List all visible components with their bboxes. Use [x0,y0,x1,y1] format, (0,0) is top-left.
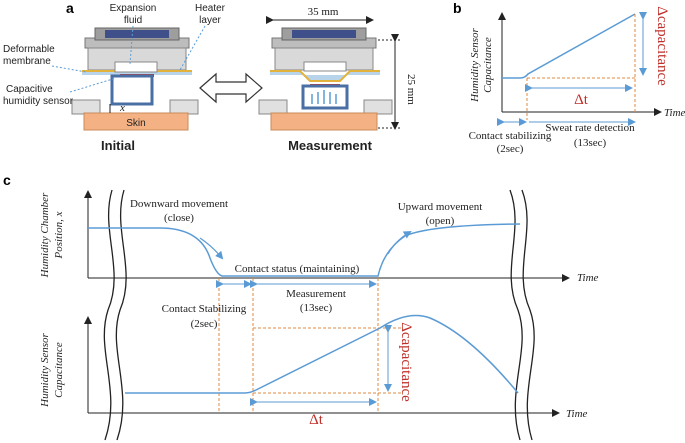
axis-break-right-2 [521,189,535,441]
b-contact-stabilizing-2: (2sec) [497,143,524,155]
c-downward-1: Downward movement [130,198,228,210]
panel-a-letter: a [66,0,74,16]
c-time-top: Time [577,272,599,284]
b-ylabel-1: Humidity Sensor [469,27,481,102]
c-time-bottom: Time [566,408,588,420]
height-dimension-label: 25 mm [405,74,417,105]
axis-break-left-1 [103,189,115,441]
b-xlabel: Time [664,107,685,119]
c-bottom-ylabel-1: Humidity Sensor [39,332,51,407]
c-top-ylabel-2: Position, x [53,211,65,259]
expansion-fluid-label-2: fluid [124,15,142,26]
b-sweat-rate-2: (13sec) [574,137,607,149]
c-chamber-position-curve [88,223,521,277]
axis-break-left-2 [115,189,127,441]
c-contact-status: Contact status (maintaining) [235,263,360,275]
transition-arrow-icon [199,72,263,104]
c-measurement-1: Measurement [286,288,346,300]
heater-label-2: layer [199,15,221,26]
heater-label-1: Heater [195,3,226,14]
b-delta-capacitance: Δcapacitance [654,6,670,86]
c-top-ylabel-1: Humidity Chamber [39,192,51,278]
membrane-label-2: membrane [3,56,51,67]
c-measurement-2: (13sec) [300,302,333,314]
axis-break-right-1 [509,189,523,441]
c-downward-arrow [199,237,224,260]
initial-label: Initial [101,138,135,153]
initial-device-illustration [71,27,199,131]
c-stabilizing-1: Contact Stabilizing [162,303,247,315]
skin-label: Skin [126,118,145,129]
c-upward-arrow [387,231,412,255]
b-contact-stabilizing-1: Contact stabilizing [469,130,552,142]
panel-c-letter: c [3,172,11,188]
sensor-label-2: humidity sensor [3,96,74,107]
width-dimension-label: 35 mm [308,6,339,18]
c-downward-2: (close) [164,212,194,224]
c-upward-2: (open) [426,215,455,227]
b-capacitance-curve [502,13,636,79]
c-delta-t: Δt [309,412,324,428]
panel-b-letter: b [453,0,462,16]
measurement-label: Measurement [288,138,372,153]
expansion-fluid-label-1: Expansion [110,3,157,14]
b-ylabel-2: Capacitance [482,37,494,93]
c-bottom-ylabel-2: Capacitance [53,342,65,398]
b-sweat-rate-1: Sweat rate detection [545,122,635,134]
b-delta-t: Δt [574,92,589,108]
measurement-device-illustration [258,27,393,131]
c-upward-1: Upward movement [398,201,483,213]
sensor-label-1: Capacitive [6,84,53,95]
c-stabilizing-2: (2sec) [191,318,218,330]
membrane-label-1: Deformable [3,44,55,55]
x-symbol: x [119,102,125,114]
c-delta-capacitance: Δcapacitance [398,322,414,402]
c-capacitance-curve [125,314,519,394]
